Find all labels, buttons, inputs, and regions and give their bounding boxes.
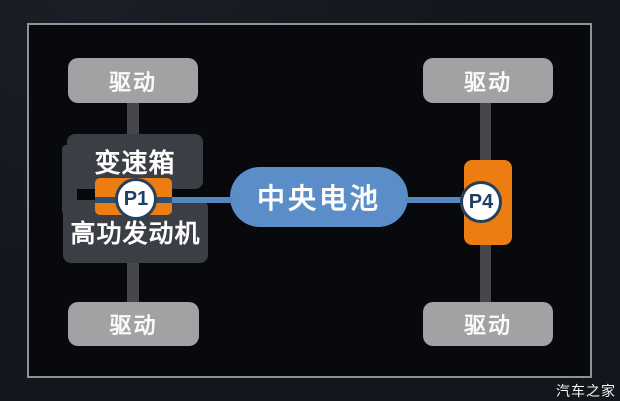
- power-line-battery-to-p4: [405, 197, 483, 203]
- axle-shaft-rear-left: [127, 260, 139, 304]
- wheel-front-right-label: 驱动: [463, 69, 512, 95]
- wheel-rear-left-label: 驱动: [109, 313, 158, 338]
- gearbox-label: 变速箱: [94, 148, 176, 178]
- p1-motor-badge: P1: [115, 178, 157, 220]
- wheel-front-left-label: 驱动: [108, 69, 157, 95]
- axle-shaft-front-left: [127, 100, 139, 136]
- battery-capsule: 中央电池: [230, 167, 408, 227]
- wheel-front-left-box: 驱动: [68, 58, 198, 103]
- power-line-battery-to-p1: [133, 197, 234, 203]
- wheel-rear-right-box: 驱动: [423, 302, 553, 346]
- p4-motor-label: P4: [468, 190, 494, 213]
- gearbox-box: 变速箱: [67, 134, 203, 189]
- autohome-watermark: 汽车之家: [556, 383, 616, 399]
- wheel-rear-right-label: 驱动: [463, 313, 512, 338]
- p4-motor-badge: P4: [460, 181, 502, 223]
- engine-label: 高功发动机: [70, 219, 201, 248]
- wheel-front-right-box: 驱动: [423, 58, 553, 103]
- p1-motor-label: P1: [123, 187, 149, 210]
- battery-label: 中央电池: [256, 183, 381, 214]
- wheel-rear-left-box: 驱动: [68, 302, 199, 346]
